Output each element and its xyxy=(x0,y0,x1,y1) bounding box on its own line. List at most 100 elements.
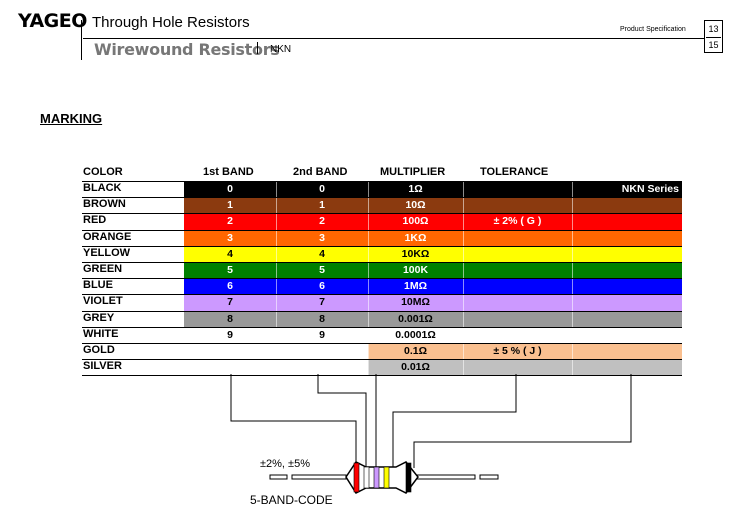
cell-separator xyxy=(463,360,464,376)
cell-multiplier: 0.01Ω xyxy=(368,360,463,376)
cell-tolerance xyxy=(463,182,572,198)
cell-separator xyxy=(276,344,277,360)
cell-extra xyxy=(572,198,682,214)
cell-separator xyxy=(463,344,464,360)
cell-band1: 0 xyxy=(184,182,276,198)
cell-tolerance xyxy=(463,360,572,376)
cell-separator xyxy=(572,230,573,246)
cell-multiplier: 100K xyxy=(368,263,463,279)
cell-tolerance: ± 5 % ( J ) xyxy=(463,344,572,360)
row-divider xyxy=(82,197,682,199)
cell-multiplier: 100Ω xyxy=(368,214,463,230)
series-name: NKN xyxy=(270,44,292,55)
cell-tolerance xyxy=(463,311,572,327)
row-divider xyxy=(82,181,682,182)
cell-tolerance xyxy=(463,198,572,214)
cell-tolerance xyxy=(463,246,572,262)
resistor-band-4 xyxy=(383,466,390,489)
cell-extra: NKN Series xyxy=(572,182,682,198)
row-color-label: YELLOW xyxy=(83,246,131,259)
cell-extra xyxy=(572,344,682,360)
cell-separator xyxy=(368,214,369,230)
cell-multiplier: 0.0001Ω xyxy=(368,327,463,343)
row-divider xyxy=(82,343,682,344)
cell-tolerance: ± 2% ( G ) xyxy=(463,214,572,230)
row-divider xyxy=(82,375,682,377)
cell-band2: 0 xyxy=(276,182,368,198)
cell-extra xyxy=(572,263,682,279)
cell-band2: 1 xyxy=(276,198,368,214)
cell-band1: 3 xyxy=(184,230,276,246)
cell-band1: 5 xyxy=(184,263,276,279)
cell-multiplier: 10MΩ xyxy=(368,295,463,311)
row-color-label: SILVER xyxy=(83,360,122,373)
cell-separator xyxy=(572,327,573,343)
leader-tolerance xyxy=(413,374,632,468)
code-label: 5-BAND-CODE xyxy=(250,493,333,507)
lead-right-outer xyxy=(479,474,499,480)
header-color: COLOR xyxy=(83,166,123,178)
cell-band1: 4 xyxy=(184,246,276,262)
cell-separator xyxy=(572,263,573,279)
yageo-logo: YAGEO xyxy=(18,10,87,32)
cell-separator xyxy=(572,214,573,230)
cell-separator xyxy=(276,214,277,230)
page-divider xyxy=(706,37,721,38)
leader-band2 xyxy=(317,374,367,468)
leader-multiplier xyxy=(392,374,517,468)
cell-separator xyxy=(276,295,277,311)
cell-extra xyxy=(572,295,682,311)
cell-separator xyxy=(463,327,464,343)
cell-band1: 6 xyxy=(184,279,276,295)
cell-separator xyxy=(368,360,369,376)
row-color-label: RED xyxy=(83,214,107,227)
header-tolerance: TOLERANCE xyxy=(480,166,549,178)
cell-band1: 8 xyxy=(184,311,276,327)
cell-band1: 7 xyxy=(184,295,276,311)
lead-right xyxy=(416,474,476,480)
row-divider xyxy=(82,278,682,280)
leader-band1 xyxy=(230,374,357,468)
cell-separator xyxy=(276,311,277,327)
cell-tolerance xyxy=(463,279,572,295)
cell-separator xyxy=(276,360,277,376)
cell-separator xyxy=(368,311,369,327)
cell-multiplier: 1Ω xyxy=(368,182,463,198)
cell-separator xyxy=(368,263,369,279)
cell-separator xyxy=(572,360,573,376)
cell-separator xyxy=(276,279,277,295)
cell-extra xyxy=(572,230,682,246)
cell-separator xyxy=(572,344,573,360)
cell-extra xyxy=(572,214,682,230)
cell-separator xyxy=(463,246,464,262)
cell-band1: 9 xyxy=(184,327,276,343)
cell-band2: 3 xyxy=(276,230,368,246)
row-color-label: ORANGE xyxy=(83,230,132,243)
row-color-label: WHITE xyxy=(83,327,119,340)
resistor-band-2 xyxy=(363,466,370,489)
cell-multiplier: 10KΩ xyxy=(368,246,463,262)
cell-multiplier: 10Ω xyxy=(368,198,463,214)
row-divider xyxy=(82,245,682,247)
cell-band2: 5 xyxy=(276,263,368,279)
cell-separator xyxy=(368,295,369,311)
cell-extra xyxy=(572,311,682,327)
row-divider xyxy=(82,326,682,328)
resistor-bands xyxy=(353,462,412,493)
product-spec-label: Product Specification xyxy=(620,26,686,33)
cell-multiplier: 1KΩ xyxy=(368,230,463,246)
doc-title: Through Hole Resistors xyxy=(92,14,250,31)
header-band2: 2nd BAND xyxy=(293,166,348,178)
row-color-label: GREEN xyxy=(83,263,123,275)
cell-separator xyxy=(572,311,573,327)
cell-separator xyxy=(572,279,573,295)
resistor-band-1 xyxy=(353,462,360,493)
cell-tolerance xyxy=(463,295,572,311)
cell-band2: 7 xyxy=(276,295,368,311)
doc-subtitle: Wirewound Resistors xyxy=(94,40,280,59)
cell-separator xyxy=(368,279,369,295)
row-divider xyxy=(82,229,682,231)
cell-separator xyxy=(463,230,464,246)
cell-separator xyxy=(276,327,277,343)
